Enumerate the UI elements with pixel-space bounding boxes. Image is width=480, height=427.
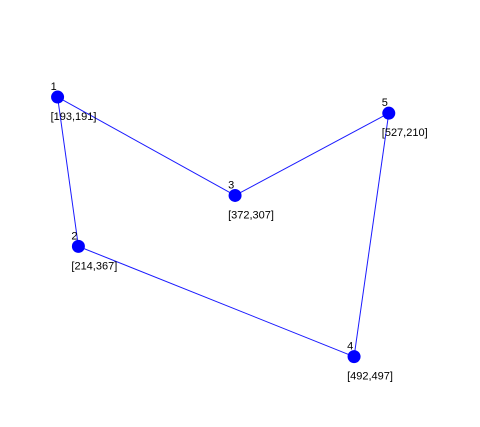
node-3-id-label: 3 — [228, 179, 234, 191]
labels-layer: 1 [193,191] 2 [214,367] 3 [372,307] 4 [492,497]… — [51, 81, 428, 383]
node-5[interactable] — [382, 106, 396, 120]
node-5-coord-label: [527,210] — [382, 127, 428, 139]
node-1-coord-label: [193,191] — [51, 111, 97, 123]
edge-4-2 — [78, 245, 355, 358]
node-4-id-label: 4 — [347, 341, 353, 353]
node-3[interactable] — [228, 188, 242, 202]
node-4[interactable] — [347, 350, 361, 364]
nodes-layer — [51, 90, 396, 364]
edge-2-1 — [57, 96, 79, 247]
node-2[interactable] — [71, 239, 85, 253]
node-2-coord-label: [214,367] — [71, 260, 117, 272]
node-4-coord-label: [492,497] — [347, 371, 393, 383]
node-3-coord-label: [372,307] — [228, 209, 274, 221]
edge-5-4 — [353, 113, 390, 357]
node-2-id-label: 2 — [71, 230, 77, 242]
node-1-id-label: 1 — [51, 81, 57, 93]
node-1[interactable] — [51, 90, 65, 104]
edges-layer — [57, 96, 390, 358]
node-5-id-label: 5 — [382, 97, 388, 109]
edge-1-3 — [57, 96, 236, 196]
edge-3-5 — [234, 112, 390, 196]
